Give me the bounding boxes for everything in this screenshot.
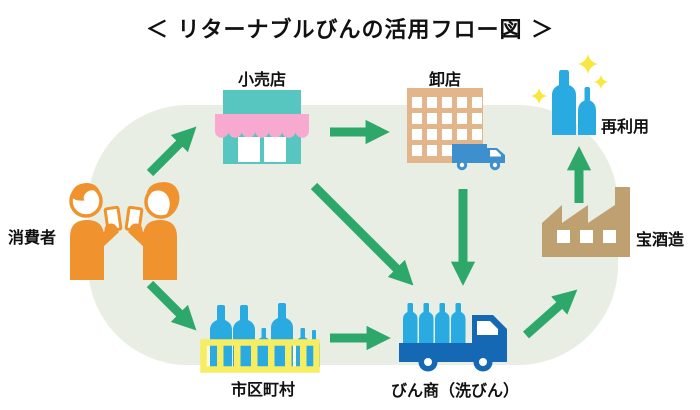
reuse-node <box>526 53 612 138</box>
storefront-icon <box>215 90 309 164</box>
bottle-truck-icon <box>399 303 507 372</box>
retail-node <box>215 88 309 164</box>
wholesale-label: 卸店 <box>429 70 462 89</box>
takara-label: 宝酒造 <box>636 230 685 249</box>
delivery-truck-icon <box>452 144 505 171</box>
bottle-dealer-label: びん商（洗びん） <box>391 381 520 400</box>
takara-node <box>542 185 630 257</box>
bottle-dealer-node <box>398 296 513 374</box>
consumer-label: 消費者 <box>8 228 57 247</box>
bottle-crate-icon <box>200 303 320 373</box>
reuse-label: 再利用 <box>601 117 650 136</box>
municipality-node <box>200 301 320 375</box>
sparkling-bottles-icon <box>531 54 608 135</box>
consumer-node <box>62 180 185 280</box>
municipality-label: 市区町村 <box>231 380 296 399</box>
page-title: ＜ リターナブルびんの活用フロー図 ＞ <box>145 18 555 43</box>
factory-icon <box>542 187 630 257</box>
retail-label: 小売店 <box>238 70 287 89</box>
wholesale-truck <box>452 142 510 172</box>
people-toasting-icon <box>69 182 180 280</box>
